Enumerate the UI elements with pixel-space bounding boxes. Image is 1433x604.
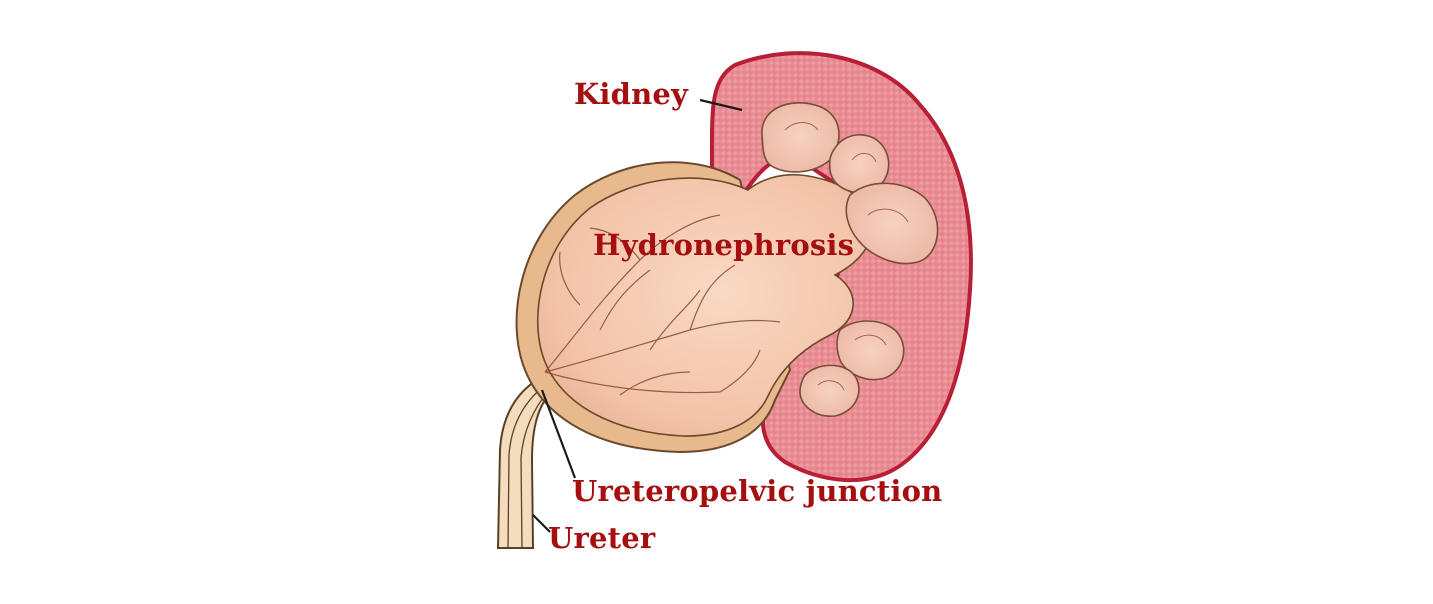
calyx-4: [836, 320, 905, 381]
calyx-3: [845, 182, 939, 265]
calyces: [761, 102, 939, 417]
ureter-tube: [496, 376, 554, 549]
hydronephrosis-label: Hydronephrosis: [593, 228, 855, 262]
calyx-5: [799, 364, 860, 417]
kidney-leader-line: [699, 98, 743, 112]
ureter-leader-line: [532, 514, 551, 533]
vessel-lines: [544, 214, 781, 396]
calyx-1: [761, 102, 840, 173]
kidney-label: Kidney: [574, 77, 689, 111]
upj-leader-line: [540, 389, 577, 479]
leader-lines: [532, 98, 743, 533]
ureter-label: Ureter: [548, 521, 656, 555]
dilated-renal-pelvis: [515, 161, 874, 454]
ureteropelvic-junction-label: Ureteropelvic junction: [572, 474, 943, 508]
